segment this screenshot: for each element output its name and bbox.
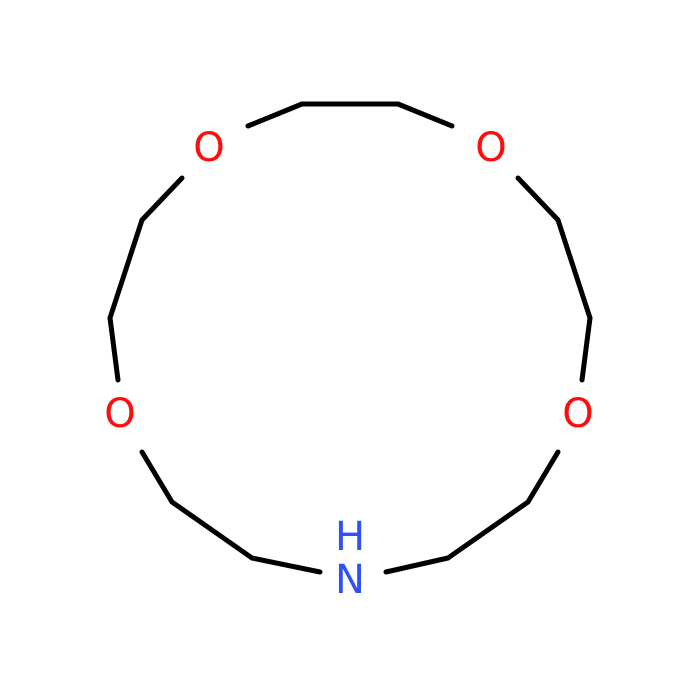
oxygen-atom-top-right: O [475, 125, 506, 171]
bond-o3-c [107, 315, 121, 383]
bond-c-c-left [107, 217, 145, 321]
hydrogen-on-nitrogen: H [335, 514, 365, 560]
bond-c-c-lower-left [169, 499, 255, 561]
oxygen-atom-left: O [104, 391, 135, 437]
bond-o1-c [245, 101, 305, 129]
oxygen-atom-right: O [562, 391, 593, 437]
bond-c-c-lower-right [445, 499, 531, 561]
nitrogen-atom: N [335, 557, 365, 603]
bond-c-o1 [139, 175, 185, 223]
bond-c-o4 [579, 315, 593, 383]
bond-o4-c [525, 449, 561, 505]
bond-c-o2 [395, 101, 455, 129]
bond-n1-c-left [249, 555, 323, 575]
atoms: O O O O H N [104, 125, 593, 603]
bond-o2-c [515, 175, 561, 223]
bond-c-c-right [555, 217, 593, 321]
bonds [107, 101, 593, 575]
bond-c-n1-right [383, 555, 451, 575]
oxygen-atom-top-left: O [193, 125, 224, 171]
bond-c-o3 [139, 449, 175, 505]
